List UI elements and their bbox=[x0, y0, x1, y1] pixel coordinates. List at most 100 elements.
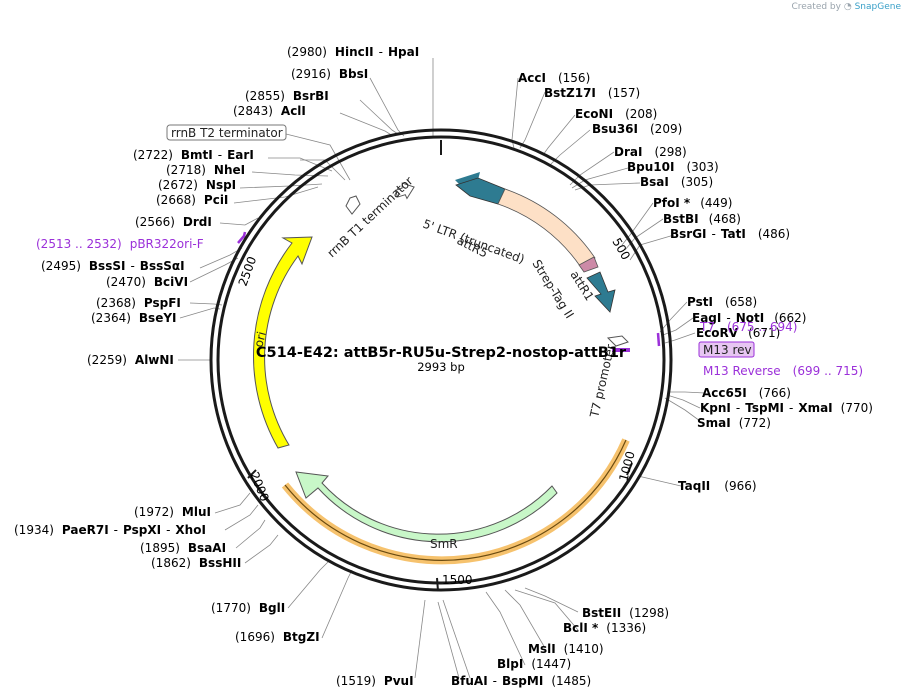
site-name: AlwNI bbox=[135, 353, 174, 367]
site-name: BlpI bbox=[497, 657, 523, 671]
backbone-outer bbox=[209, 128, 673, 592]
site-acli[interactable]: (2843)AclI bbox=[233, 104, 306, 118]
site-name: Bpu10I bbox=[627, 160, 674, 174]
site-name: MluI bbox=[182, 505, 211, 519]
site-bcli[interactable]: BclI *(1336) bbox=[563, 621, 646, 635]
site-pos: (2364) bbox=[91, 311, 131, 325]
site-bgli[interactable]: (1770)BglI bbox=[211, 601, 285, 615]
site-pcii[interactable]: (2668)PciI bbox=[156, 193, 228, 207]
site-bsrgi-tati[interactable]: BsrGI-TatI(486) bbox=[670, 227, 790, 241]
plasmid-length: 2993 bp bbox=[417, 360, 465, 374]
site-name: BsaAI bbox=[188, 541, 226, 555]
primer-t7[interactable]: T7 (675 .. 694) bbox=[699, 320, 797, 334]
site-bseyi[interactable]: (2364)BseYI bbox=[91, 311, 177, 325]
restriction-sites: (2980)HincII-HpaI (2916)BbsI (2855)BsrBI… bbox=[14, 45, 873, 688]
primer-name: T7 bbox=[699, 320, 715, 334]
site-name: PstI bbox=[687, 295, 713, 309]
site-pos: (658) bbox=[725, 295, 757, 309]
site-pos: (770) bbox=[841, 401, 873, 415]
site-pos: (1862) bbox=[151, 556, 191, 570]
site-drdi[interactable]: (2566)DrdI bbox=[135, 215, 212, 229]
site-paer7i[interactable]: (1934)PaeR7I-PspXI-XhoI bbox=[14, 523, 206, 537]
site-bbsi[interactable]: (2916)BbsI bbox=[291, 67, 368, 81]
site-alwni[interactable]: (2259) AlwNI bbox=[87, 353, 174, 367]
site-name: BciVI bbox=[154, 275, 188, 289]
site-drai[interactable]: DraI(298) bbox=[614, 145, 687, 159]
primer-range: (675 .. 694) bbox=[727, 320, 797, 334]
site-name: Bsu36I bbox=[592, 122, 638, 136]
primer-range: (699 .. 715) bbox=[793, 364, 863, 378]
site-econi[interactable]: EcoNI(208) bbox=[575, 107, 657, 121]
attr1-label: attR1 bbox=[567, 268, 596, 303]
t7-primer-mark bbox=[656, 332, 661, 347]
primer-m13-reverse[interactable]: M13 Reverse(699 .. 715) bbox=[703, 364, 863, 378]
m13-rev-box bbox=[698, 341, 755, 358]
site-name: BsrGI bbox=[670, 227, 707, 241]
site-blpi[interactable]: BlpI(1447) bbox=[497, 657, 571, 671]
site-nspi[interactable]: (2672)NspI bbox=[158, 178, 236, 192]
site-name: BsaI bbox=[640, 175, 669, 189]
t1-terminator-label: rrnB T1 terminator bbox=[324, 174, 415, 260]
site-pspfi[interactable]: (2368) PspFI bbox=[96, 296, 181, 310]
site-btgzi[interactable]: (1696)BtgZI bbox=[235, 630, 320, 644]
site-bmti-eari[interactable]: (2722)BmtI-EarI bbox=[133, 148, 254, 162]
primer-pbr322ori-f[interactable]: (2513 .. 2532)pBR322ori-F bbox=[36, 237, 204, 251]
site-eagi-noti[interactable]: EagI-NotI(662) bbox=[692, 311, 806, 325]
site-pos: (1972) bbox=[134, 505, 174, 519]
site-bsai[interactable]: BsaI(305) bbox=[640, 175, 713, 189]
site-bsteii[interactable]: BstEII(1298) bbox=[582, 606, 669, 620]
site-nhei[interactable]: (2718)NheI bbox=[166, 163, 245, 177]
site-kpni[interactable]: KpnI-TspMI-XmaI(770) bbox=[700, 401, 873, 415]
site-smai[interactable]: SmaI(772) bbox=[697, 416, 771, 430]
site-name: PspFI bbox=[144, 296, 181, 310]
site-bstz17i[interactable]: BstZ17I(157) bbox=[544, 86, 640, 100]
site-name: EcoNI bbox=[575, 107, 613, 121]
strep-tag-label: Strep-Tag II bbox=[529, 257, 576, 321]
site-name: NspI bbox=[206, 178, 236, 192]
site-pos: (2718) bbox=[166, 163, 206, 177]
site-pos: (156) bbox=[558, 71, 590, 85]
site-hincii-hpai[interactable]: (2980)HincII-HpaI bbox=[287, 45, 419, 59]
site-bsu36i[interactable]: Bsu36I(209) bbox=[592, 122, 682, 136]
site-bcivi[interactable]: (2470)BciVI bbox=[106, 275, 188, 289]
site-pfoi[interactable]: PfoI *(449) bbox=[653, 196, 732, 210]
site-taqii[interactable]: TaqII (966) bbox=[678, 479, 757, 493]
site-name: Acc65I bbox=[702, 386, 747, 400]
site-bpu10i[interactable]: Bpu10I(303) bbox=[627, 160, 719, 174]
site-name2: TatI bbox=[721, 227, 746, 241]
site-name2: TspMI bbox=[745, 401, 784, 415]
site-pos: (486) bbox=[758, 227, 790, 241]
site-pos: (966) bbox=[724, 479, 756, 493]
site-bsrbi[interactable]: (2855)BsrBI bbox=[245, 89, 329, 103]
site-msli[interactable]: MslI(1410) bbox=[528, 642, 604, 656]
tick-marks bbox=[247, 140, 633, 592]
site-pvui[interactable]: (1519)PvuI bbox=[336, 674, 414, 688]
site-acc65i[interactable]: Acc65I(766) bbox=[702, 386, 791, 400]
site-pos: (1519) bbox=[336, 674, 376, 688]
site-pos: (2668) bbox=[156, 193, 196, 207]
credit-brand: SnapGene bbox=[854, 2, 901, 12]
site-psti[interactable]: PstI (658) bbox=[687, 295, 757, 309]
site-pos: (468) bbox=[709, 212, 741, 226]
attr1-arrow bbox=[586, 271, 616, 313]
site-name: EcoRV bbox=[696, 326, 739, 340]
site-pos: (2722) bbox=[133, 148, 173, 162]
site-pos: (2259) bbox=[87, 353, 127, 367]
site-pos: (671) bbox=[748, 326, 780, 340]
t2-terminator-box bbox=[166, 124, 287, 141]
site-pos: (2368) bbox=[96, 296, 136, 310]
site-acci[interactable]: AccI(156) bbox=[518, 71, 590, 85]
site-mlui[interactable]: (1972) MluI bbox=[134, 505, 211, 519]
site-pos: (1485) bbox=[551, 674, 591, 688]
ori-arrow bbox=[253, 236, 313, 449]
site-name: DrdI bbox=[183, 215, 212, 229]
snapgene-credit: Created by ◔ SnapGene bbox=[791, 2, 901, 12]
site-bfuai[interactable]: BfuAI-BspMI(1485) bbox=[451, 674, 591, 688]
site-name: TaqII bbox=[678, 479, 710, 493]
site-bsshii[interactable]: (1862)BssHII bbox=[151, 556, 241, 570]
site-name: BsrBI bbox=[293, 89, 329, 103]
site-bsaai[interactable]: (1895)BsaAI bbox=[140, 541, 226, 555]
site-ecorv[interactable]: EcoRV (671) bbox=[696, 326, 780, 340]
site-bstbi[interactable]: BstBI(468) bbox=[663, 212, 741, 226]
site-bsssi[interactable]: (2495)BssSI-BssSαI bbox=[41, 259, 185, 273]
